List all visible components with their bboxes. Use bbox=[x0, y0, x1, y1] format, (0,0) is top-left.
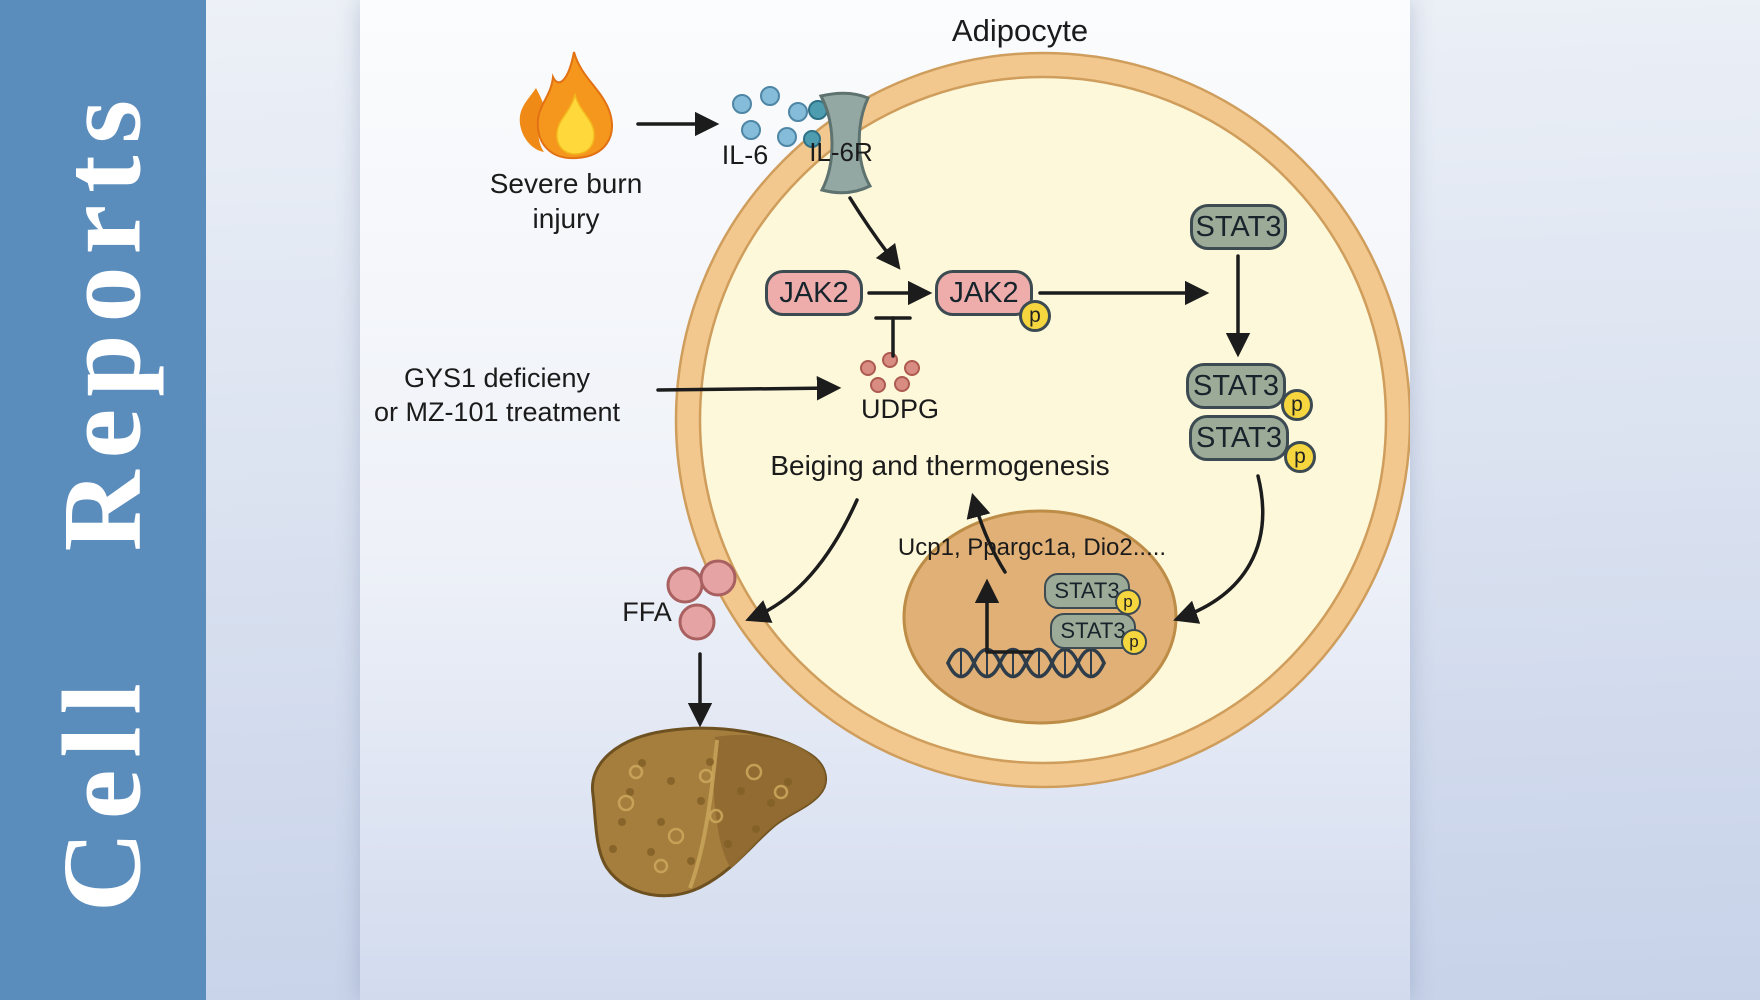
stat3-dimer-pill-1: STAT3 bbox=[1186, 363, 1286, 409]
journal-sidebar: Cell Reports bbox=[0, 0, 206, 1000]
gys1-line2: or MZ-101 treatment bbox=[373, 397, 621, 427]
burn-injury-line2: injury bbox=[532, 203, 600, 234]
jak2-pill: JAK2 bbox=[765, 270, 863, 316]
arrow-stat3-dimer-to-nucleus bbox=[1173, 474, 1265, 624]
adipocyte-title: Adipocyte bbox=[951, 13, 1089, 48]
journal-title: Cell Reports bbox=[40, 87, 165, 913]
inhibition-tbar bbox=[874, 316, 912, 358]
phospho-badge-jak2: p bbox=[1019, 300, 1051, 332]
gys1-treatment-label: GYS1 deficieny or MZ-101 treatment bbox=[374, 361, 620, 429]
il6-label: IL-6 bbox=[721, 140, 769, 170]
gys1-line1: GYS1 deficieny bbox=[403, 363, 591, 393]
phospho-badge-nuclear-1: p bbox=[1115, 589, 1141, 615]
flame-icon bbox=[519, 51, 613, 160]
target-genes-label: Ucp1, Ppargc1a, Dio2..... bbox=[897, 534, 1167, 561]
stat3-pill: STAT3 bbox=[1190, 204, 1287, 250]
burn-injury-line1: Severe burn bbox=[489, 168, 643, 199]
figure-panel: Adipocyte Severe burn injury IL-6 IL-6R … bbox=[360, 0, 1410, 1000]
arrow-il6r-to-jak2 bbox=[848, 196, 901, 270]
il6r-label: IL-6R bbox=[809, 137, 873, 167]
burn-injury-label: Severe burn injury bbox=[490, 166, 643, 236]
stat3-dimer-pill-2: STAT3 bbox=[1189, 415, 1289, 461]
beiging-label: Beiging and thermogenesis bbox=[770, 450, 1110, 481]
arrow-beiging-to-ffa bbox=[745, 498, 859, 623]
liver-icon bbox=[590, 726, 828, 898]
ffa-droplets bbox=[666, 559, 737, 641]
stat3-nuclear-pill-2: STAT3 bbox=[1050, 613, 1136, 649]
pathway-diagram bbox=[519, 51, 1410, 898]
dna-helix-icon bbox=[946, 647, 1106, 679]
arrow-gys1-to-udpg bbox=[656, 375, 842, 401]
ffa-label: FFA bbox=[622, 597, 672, 627]
phospho-badge-nuclear-2: p bbox=[1121, 629, 1147, 655]
il6-receptor-icon bbox=[818, 91, 873, 195]
il6-dots bbox=[732, 86, 828, 148]
jak2-phospho-pill: JAK2 bbox=[935, 270, 1033, 316]
udpg-dots bbox=[860, 352, 920, 393]
arrow-nucleus-to-beiging bbox=[966, 492, 1007, 574]
phospho-badge-dimer-2: p bbox=[1284, 441, 1316, 473]
udpg-label: UDPG bbox=[860, 394, 940, 424]
arrow-transcription bbox=[974, 578, 1034, 654]
arrows bbox=[636, 111, 1265, 728]
phospho-badge-dimer-1: p bbox=[1281, 389, 1313, 421]
